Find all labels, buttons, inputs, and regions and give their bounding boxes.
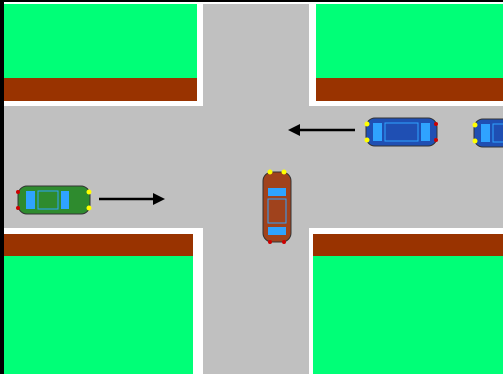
frame-top (0, 0, 503, 2)
frame-left (0, 0, 4, 374)
curb-bottom-right (313, 234, 503, 256)
road-vertical (203, 4, 309, 374)
blue-car (365, 118, 439, 146)
grass-bottom-right (313, 256, 503, 374)
grass-top-right (316, 4, 503, 78)
curb-top-left (4, 78, 197, 101)
red-car (263, 170, 291, 245)
grass-top-left (4, 4, 197, 78)
blue-car-partial (473, 119, 503, 147)
curb-bottom-left (4, 234, 193, 256)
green-car (16, 186, 92, 214)
grass-bottom-left (4, 256, 193, 374)
curb-top-right (316, 78, 503, 101)
